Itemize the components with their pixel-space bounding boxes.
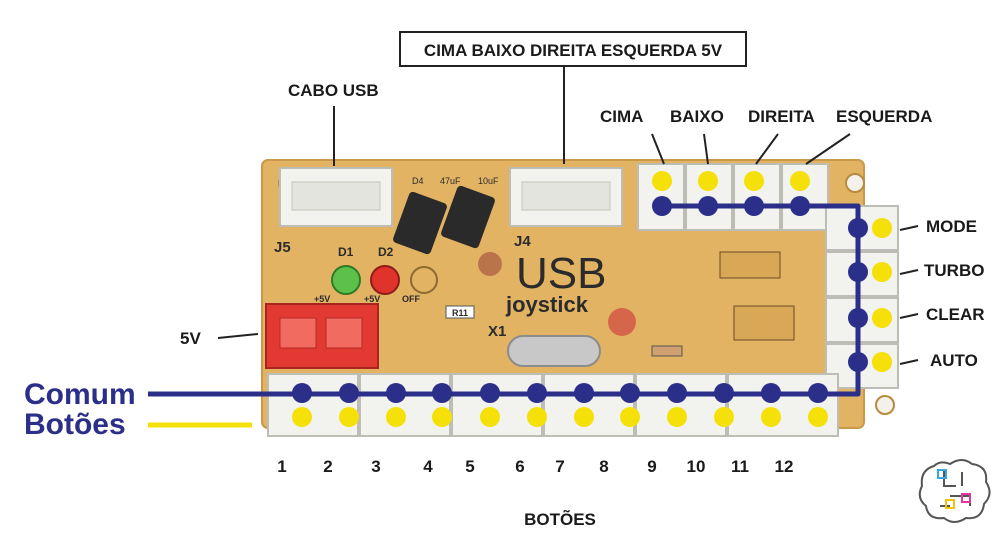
board-off-text: OFF (402, 294, 420, 304)
board-joystick-text: joystick (505, 292, 589, 317)
crystal-oscillator (507, 335, 601, 367)
brain-logo-icon (918, 459, 991, 523)
button-number: 11 (731, 457, 749, 476)
ceramic-capacitor (608, 308, 636, 336)
button-number: 5 (465, 457, 474, 476)
signal-pins (292, 171, 892, 427)
button-number: 6 (515, 457, 524, 476)
common-pins (292, 196, 868, 403)
resistor-array (719, 251, 781, 279)
direction-leader (651, 133, 665, 165)
board-cap-text: 47uF (440, 176, 461, 186)
side-leader (899, 313, 919, 319)
button-number: 3 (371, 457, 380, 476)
button-number: 1 (277, 457, 286, 476)
legend-common-label: Comum (24, 378, 136, 411)
board-plus5v-text: +5V (314, 294, 330, 304)
button-number: 10 (687, 457, 706, 476)
button-number: 2 (323, 457, 332, 476)
board-j5-text: J5 (274, 239, 291, 256)
side-label-turbo: TURBO (924, 261, 984, 280)
side-label-clear: CLEAR (926, 305, 985, 324)
resistor (651, 345, 683, 357)
side-leader (899, 359, 919, 365)
direction-label-esquerda: ESQUERDA (836, 107, 932, 126)
button-number: 7 (555, 457, 564, 476)
board-cap-text: 10uF (478, 176, 499, 186)
board-d1-text: D1 (338, 245, 354, 259)
button-number: 8 (599, 457, 608, 476)
board-usb-text: USB (516, 249, 606, 298)
board-x1-text: X1 (488, 323, 506, 340)
green-led (331, 265, 361, 295)
button-number: 12 (775, 457, 794, 476)
direction-leader (805, 133, 851, 165)
board-d4-text: D4 (412, 176, 424, 186)
power-label: 5V (180, 329, 201, 348)
board-j4-text: J4 (514, 233, 531, 250)
board-d2-text: D2 (378, 245, 394, 259)
board-plus5v-text: +5V (364, 294, 380, 304)
direction-label-cima: CIMA (600, 107, 643, 126)
capacitor-black (441, 185, 495, 249)
button-numbers: 1 2 3 4 5 6 7 8 9 10 11 12 (277, 457, 793, 476)
resistor (445, 305, 475, 319)
ceramic-capacitor (478, 252, 502, 276)
power-leader (217, 333, 259, 339)
resistor-array (733, 305, 795, 341)
side-leader (899, 269, 919, 275)
led-socket (410, 266, 438, 294)
mount-hole (875, 395, 895, 415)
top-callout-box (399, 31, 747, 67)
top-callout-label: CIMA BAIXO DIREITA ESQUERDA 5V (424, 41, 723, 60)
red-led (370, 265, 400, 295)
capacitor-black (393, 191, 447, 255)
side-leader (899, 225, 919, 231)
side-label-auto: AUTO (930, 351, 978, 370)
direction-leader (755, 133, 779, 165)
legend-buttons-label: Botões (24, 408, 126, 441)
mount-hole (845, 173, 865, 193)
button-connectors (267, 373, 839, 437)
direction-label-direita: DIREITA (748, 107, 815, 126)
button-number: 9 (647, 457, 656, 476)
side-label-mode: MODE (926, 217, 977, 236)
board-r11-text: R11 (452, 308, 468, 318)
direction-leader (703, 133, 709, 165)
bottom-label: BOTÕES (524, 509, 596, 529)
button-number: 4 (423, 457, 433, 476)
direction-label-baixo: BAIXO (670, 107, 724, 126)
usb-cable-label: CABO USB (288, 81, 379, 100)
